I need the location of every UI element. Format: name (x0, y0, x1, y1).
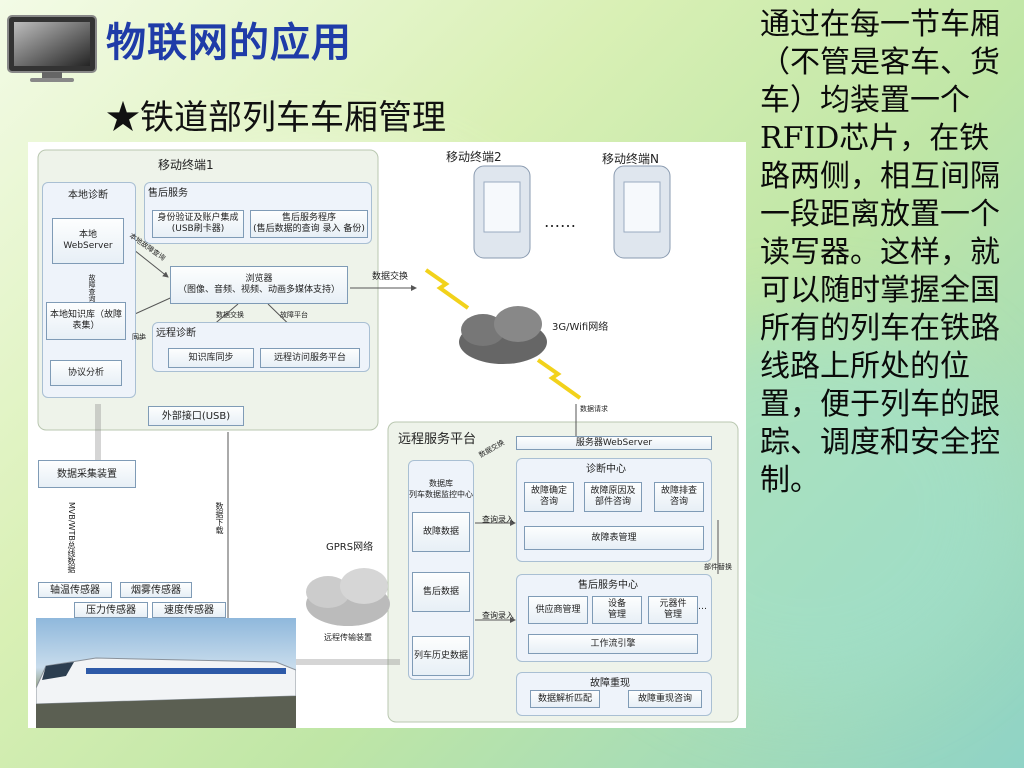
database-title: 数据库 列车数据监控中心 (409, 479, 473, 499)
network-3g-label: 3G/Wifi网络 (552, 322, 609, 333)
mobile-terminal-n-title: 移动终端N (602, 152, 659, 166)
sensor-axle-box: 轴温传感器 (38, 582, 112, 598)
remote-platform-title: 远程服务平台 (398, 432, 477, 447)
after-sales-center-title: 售后服务中心 (578, 580, 638, 591)
web-server-box: 服务器WebServer (516, 436, 712, 450)
fault-table-box: 故障表管理 (524, 526, 704, 550)
bus-label: MVB/WTB总线数据 (67, 502, 76, 573)
local-webserver-box: 本地 WebServer (52, 218, 124, 264)
sensor-pressure-box: 压力传感器 (74, 602, 148, 618)
architecture-diagram: 移动终端1 移动终端2 移动终端N …… 本地诊断 本地 WebServer 本… (28, 142, 746, 728)
remote-transfer-label: 远程传输装置 (324, 633, 372, 642)
fault-cause-box: 故障原因及 部件咨询 (584, 482, 642, 512)
sensor-speed-box: 速度传感器 (152, 602, 226, 618)
query-input-label-2: 查询录入 (482, 611, 514, 620)
auth-box: 身份验证及账户集成 (USB刷卡器) (152, 210, 244, 238)
remote-diagnosis-title: 远程诊断 (156, 328, 196, 339)
part-replace-label: 部件替换 (704, 563, 732, 571)
after-sales-title: 售后服务 (148, 188, 188, 199)
history-data-box: 列车历史数据 (412, 636, 470, 676)
gprs-label: GPRS网络 (326, 542, 374, 553)
data-exchange-label: 数据交换 (372, 272, 409, 282)
ellipsis-label: …… (544, 212, 576, 231)
local-diagnosis-title: 本地诊断 (68, 190, 108, 201)
monitor-icon (7, 15, 97, 82)
local-knowledge-base-box: 本地知识库（故障表集） (46, 302, 126, 340)
components-box: 元器件 管理 (648, 596, 698, 624)
query-input-label-1: 查询录入 (482, 515, 514, 524)
equipment-box: 设备 管理 (592, 596, 642, 624)
fault-query-label: 故障查询 (88, 274, 96, 302)
fault-check-box: 故障排查 咨询 (654, 482, 704, 512)
mobile-terminal-1-title: 移动终端1 (158, 158, 214, 172)
after-data-box: 售后数据 (412, 572, 470, 612)
fault-replay-title: 故障重现 (590, 678, 630, 689)
data-collect-box: 数据采集装置 (38, 460, 136, 488)
browser-box: 浏览器 （图像、音频、视频、动画多媒体支持） (170, 266, 348, 304)
slide-title: 物联网的应用 (106, 19, 352, 66)
kb-sync-box: 知识库同步 (168, 348, 254, 368)
data-exchange-2-label: 数据交换 (216, 311, 244, 319)
workflow-box: 工作流引擎 (528, 634, 698, 654)
fault-data-box: 故障数据 (412, 512, 470, 552)
train-image (36, 618, 296, 728)
after-sales-program-box: 售后服务程序 (售后数据的查询 录入 备份) (250, 210, 368, 238)
fault-platform-label: 故障平台 (280, 311, 308, 319)
ellipsis-2-label: … (698, 602, 707, 612)
slide-subtitle: ★铁道部列车车厢管理 (106, 98, 446, 138)
data-request-label: 数据请求 (580, 405, 608, 413)
supplier-box: 供应商管理 (528, 596, 588, 624)
external-usb-box: 外部接口(USB) (148, 406, 244, 426)
sync-label: 同步 (132, 333, 146, 341)
data-parse-box: 数据解析匹配 (530, 690, 600, 708)
fault-confirm-box: 故障确定 咨询 (524, 482, 574, 512)
remote-access-box: 远程访问服务平台 (260, 348, 360, 368)
mobile-terminal-2-title: 移动终端2 (446, 150, 502, 164)
sensor-smoke-box: 烟雾传感器 (120, 582, 192, 598)
replay-query-box: 故障重现咨询 (628, 690, 702, 708)
side-description: 通过在每一节车厢（不管是客车、货车）均装置一个RFID芯片，在铁路两侧，相互间隔… (760, 7, 1000, 498)
data-download-label: 数据下载 (215, 502, 224, 534)
diagnosis-center-title: 诊断中心 (586, 464, 626, 475)
protocol-analysis-box: 协议分析 (50, 360, 122, 386)
